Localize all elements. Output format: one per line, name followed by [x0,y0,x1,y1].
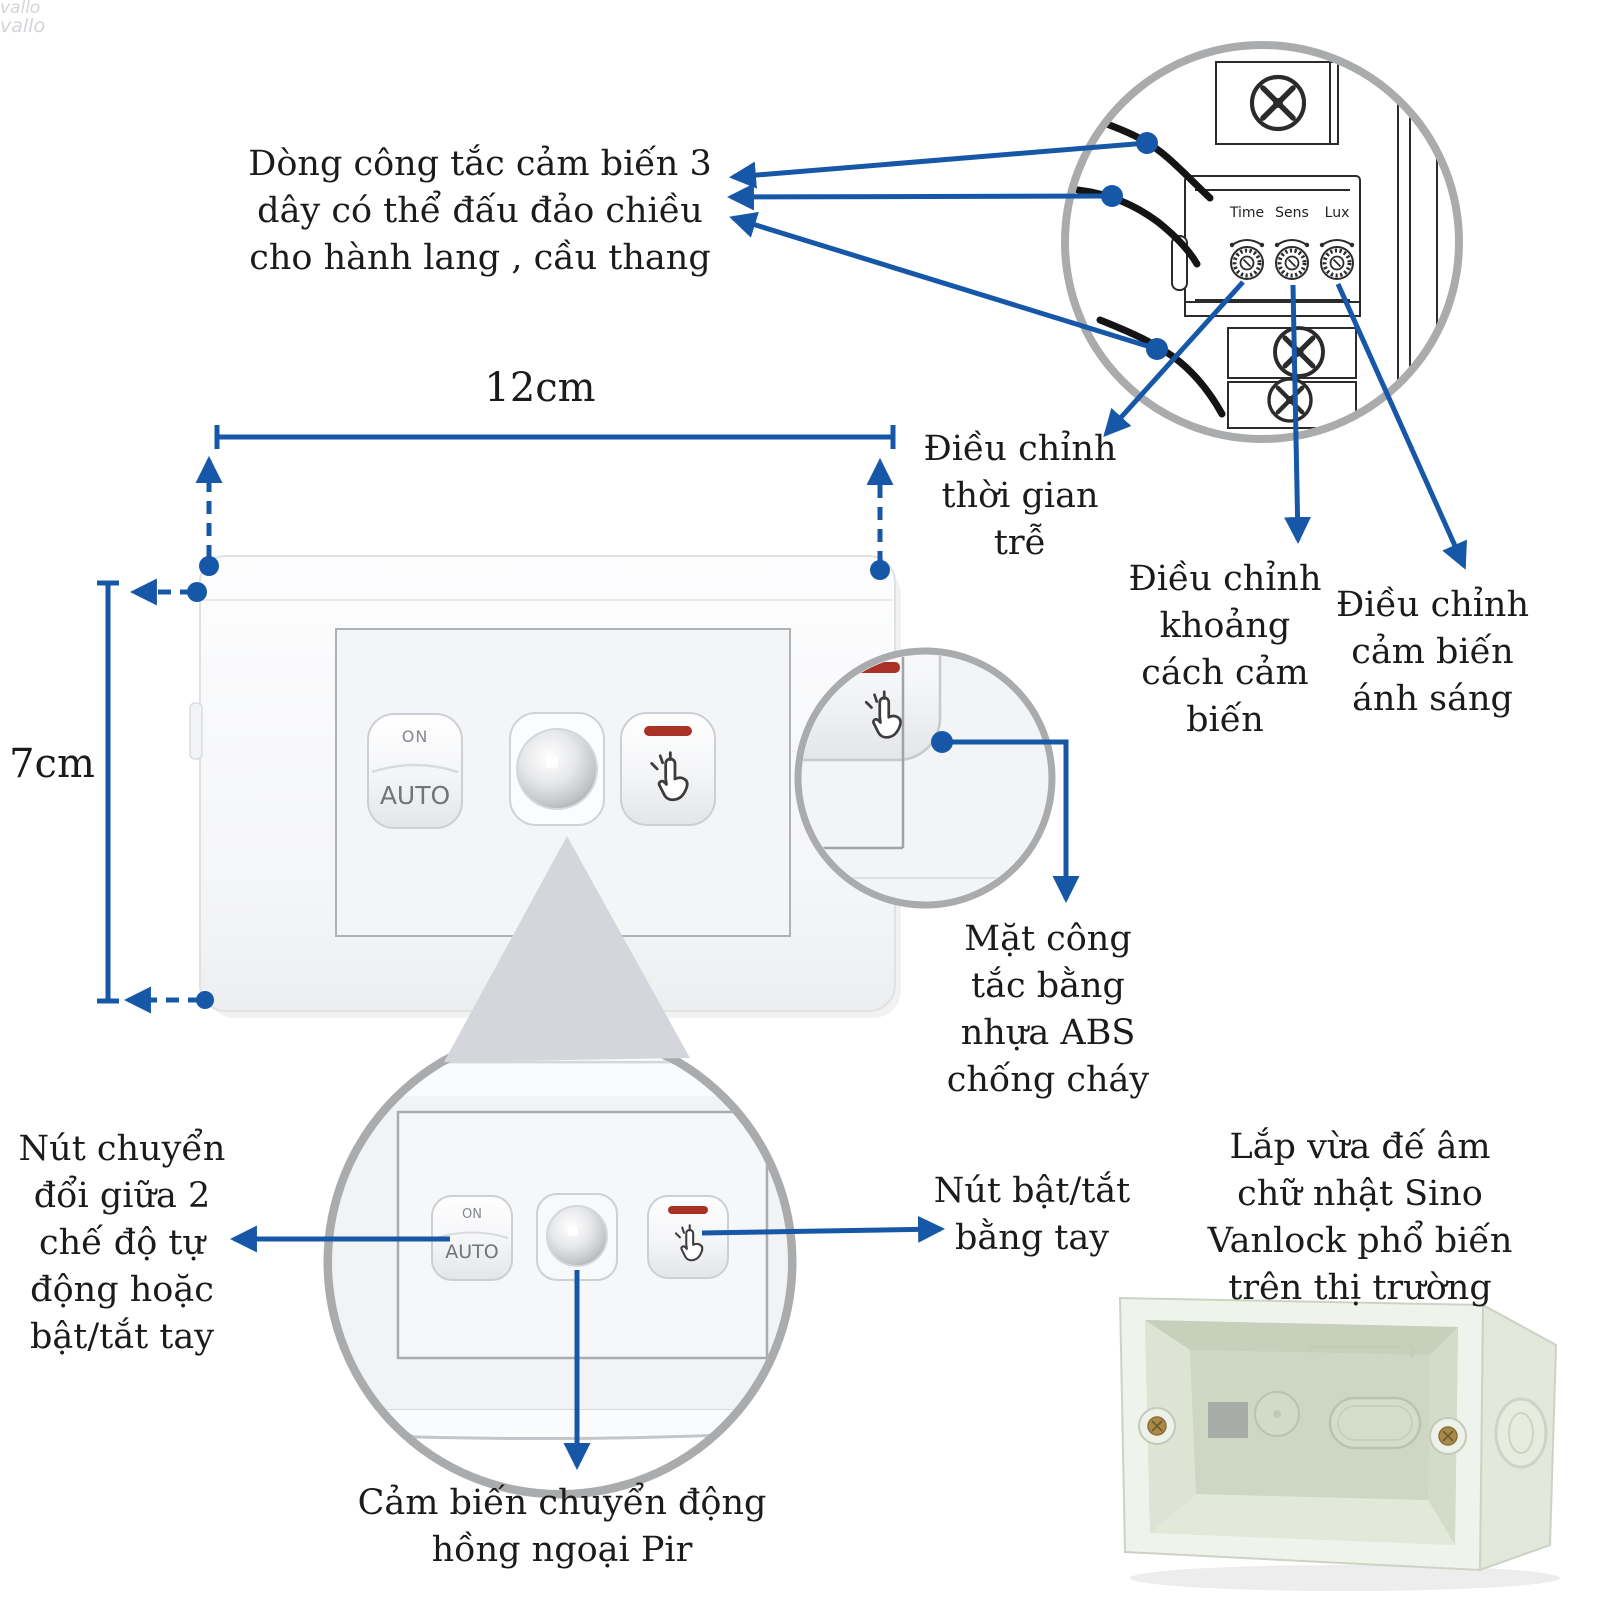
faceplate-note: Mặt công tắc bằng nhựa ABS chống cháy [946,919,1150,1100]
switch-plate [189,555,901,1018]
mode-button-note: Nút chuyển đổi giữa 2 chế độ tự động hoặ… [18,1129,226,1357]
knockout-oval [1328,1396,1422,1450]
lux-annotation: Điều chỉnh cảm biến ánh sáng [1335,585,1530,719]
width-dimension-label: 12cm [484,365,596,411]
zoom-funnel [444,836,690,1062]
pir-sensor [509,712,605,826]
sens-knob-label: Sens [1275,205,1309,221]
dimension-lines [97,425,896,1014]
buttons-zoom-circle [323,836,797,1499]
mode-button-on-label-zoom: ON [462,1207,482,1222]
plate-side-tab [189,702,203,760]
screw-boss-right [1429,1417,1467,1455]
sens-annotation: Điều chỉnh khoảng cách cảm biến [1128,559,1322,740]
callout-dots [931,132,1168,753]
dimension-dots [187,556,890,1009]
touch-button-magnified-bottom [647,1195,729,1279]
callout-lines [229,140,1467,1471]
height-dimension-label: 7cm [9,741,95,787]
mode-button [367,713,463,829]
mode-button-auto-label: AUTO [379,781,451,810]
pir-sensor-note: Cảm biến chuyển động hồng ngoại Pir [357,1483,767,1570]
pir-sensor-dome [516,728,598,810]
intro-note: Dòng công tắc cảm biến 3 dây có thể đấu … [248,144,712,278]
mounting-note: Lắp vừa đế âm chữ nhật Sino Vanlock phổ … [1207,1127,1513,1308]
knockout-round-side [1494,1397,1548,1469]
time-annotation: Điều chỉnh thời gian trễ [923,429,1117,563]
mode-button-auto-label-zoom: AUTO [445,1241,499,1263]
manual-button-note: Nút bật/tắt bằng tay [933,1171,1131,1258]
pir-sensor-magnified [536,1193,618,1281]
mode-button-on-label: ON [401,727,429,746]
lux-knob-label: Lux [1324,205,1350,221]
time-knob-label: Time [1229,205,1265,221]
box-insert [1208,1402,1248,1438]
mounting-box [1118,1296,1560,1591]
brand-watermark-zoom: vallo [0,15,46,37]
rear-detail-circle [1061,41,1463,443]
indicator-light [644,726,692,736]
screw-boss-left [1138,1407,1176,1445]
brand-watermark-plate: vallo [0,0,41,18]
touch-button [620,712,716,826]
brand-watermark-side: vallo [794,0,806,842]
